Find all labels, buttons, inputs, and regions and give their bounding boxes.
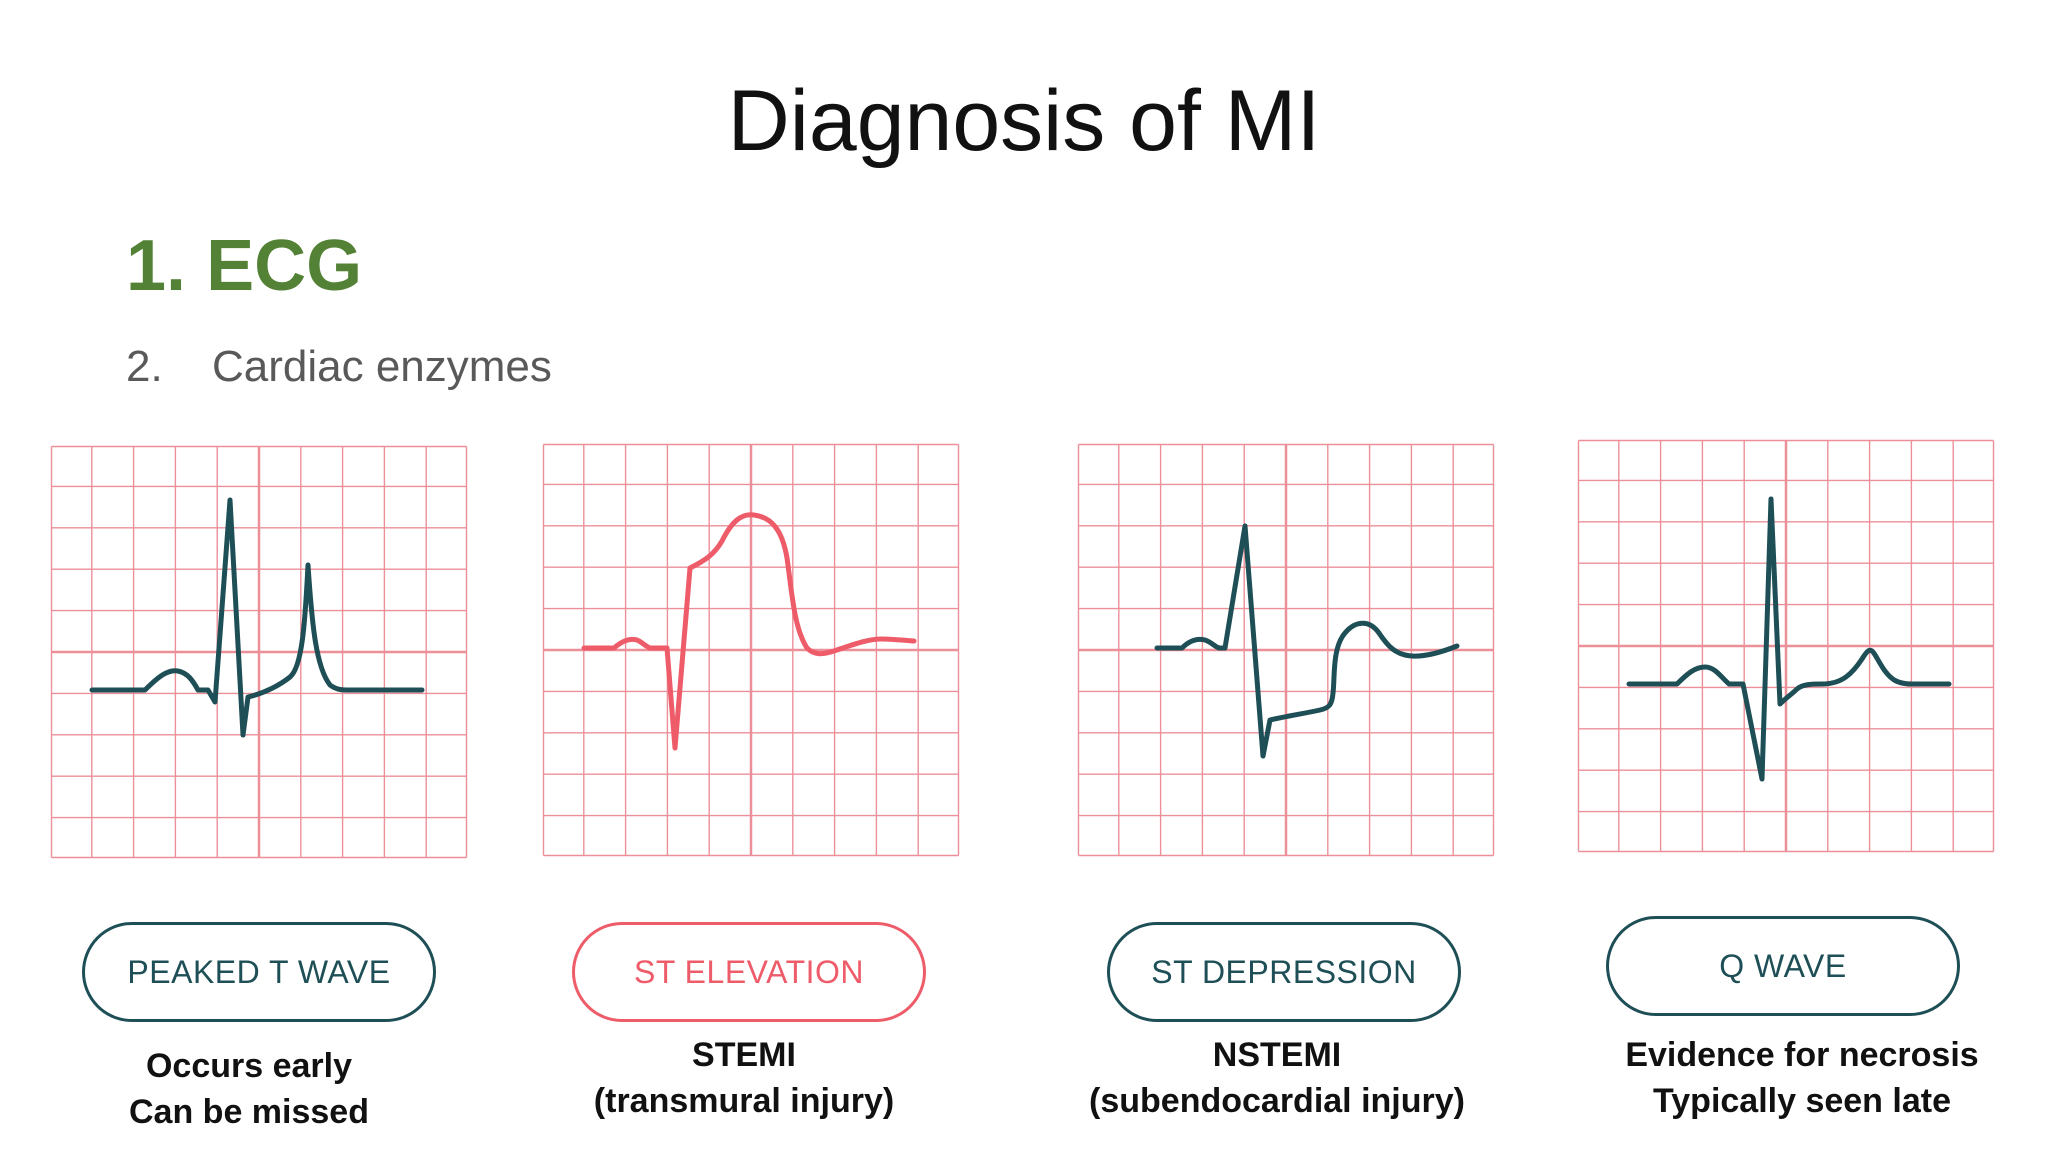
caption-line: Occurs early	[145, 1047, 353, 1085]
ecg-trace	[1154, 523, 1460, 759]
ecg-trace	[1626, 496, 1952, 782]
ecg-trace	[89, 497, 425, 738]
pill-label: Q WAVE	[1719, 947, 1847, 984]
caption-line: Can be missed	[129, 1093, 369, 1131]
list-number: 2.	[126, 342, 163, 391]
q-wave-ecg-icon	[1577, 439, 1995, 853]
caption-line: (transmural injury)	[593, 1082, 895, 1120]
caption-line: NSTEMI	[1212, 1036, 1342, 1074]
caption-line: Evidence for necrosis	[1625, 1036, 1979, 1074]
list-item-ecg: 1. ECG	[126, 225, 362, 307]
list-text: ECG	[206, 226, 363, 306]
peaked-t-wave-caption: Occurs early Can be missed	[84, 1043, 414, 1135]
st-depression-label: ST DEPRESSION	[1107, 922, 1461, 1022]
ecg-trace	[581, 512, 917, 751]
st-depression-caption: NSTEMI (subendocardial injury)	[1051, 1032, 1503, 1124]
ecg-grid	[1077, 443, 1495, 857]
list-item-cardiac-enzymes: 2. Cardiac enzymes	[126, 342, 552, 392]
caption-line: (subendocardial injury)	[1089, 1082, 1465, 1120]
q-wave-caption: Evidence for necrosis Typically seen lat…	[1560, 1032, 2044, 1124]
slide-title: Diagnosis of MI	[727, 73, 1321, 169]
ecg-grid	[1577, 439, 1995, 853]
st-elevation-caption: STEMI (transmural injury)	[544, 1032, 944, 1124]
st-elevation-label: ST ELEVATION	[572, 922, 926, 1022]
peaked-t-wave-label: PEAKED T WAVE	[82, 922, 436, 1022]
caption-line: STEMI	[692, 1036, 796, 1074]
list-number: 1.	[126, 226, 187, 306]
st-elevation-ecg-icon	[542, 443, 960, 857]
ecg-grid	[50, 445, 468, 859]
q-wave-label: Q WAVE	[1606, 916, 1960, 1016]
st-depression-ecg-icon	[1077, 443, 1495, 857]
pill-label: ST ELEVATION	[633, 953, 865, 990]
caption-line: Typically seen late	[1653, 1082, 1951, 1120]
pill-label: ST DEPRESSION	[1151, 953, 1417, 990]
pill-label: PEAKED T WAVE	[127, 953, 391, 990]
peaked-t-wave-ecg-icon	[50, 445, 468, 859]
list-text: Cardiac enzymes	[212, 342, 552, 391]
